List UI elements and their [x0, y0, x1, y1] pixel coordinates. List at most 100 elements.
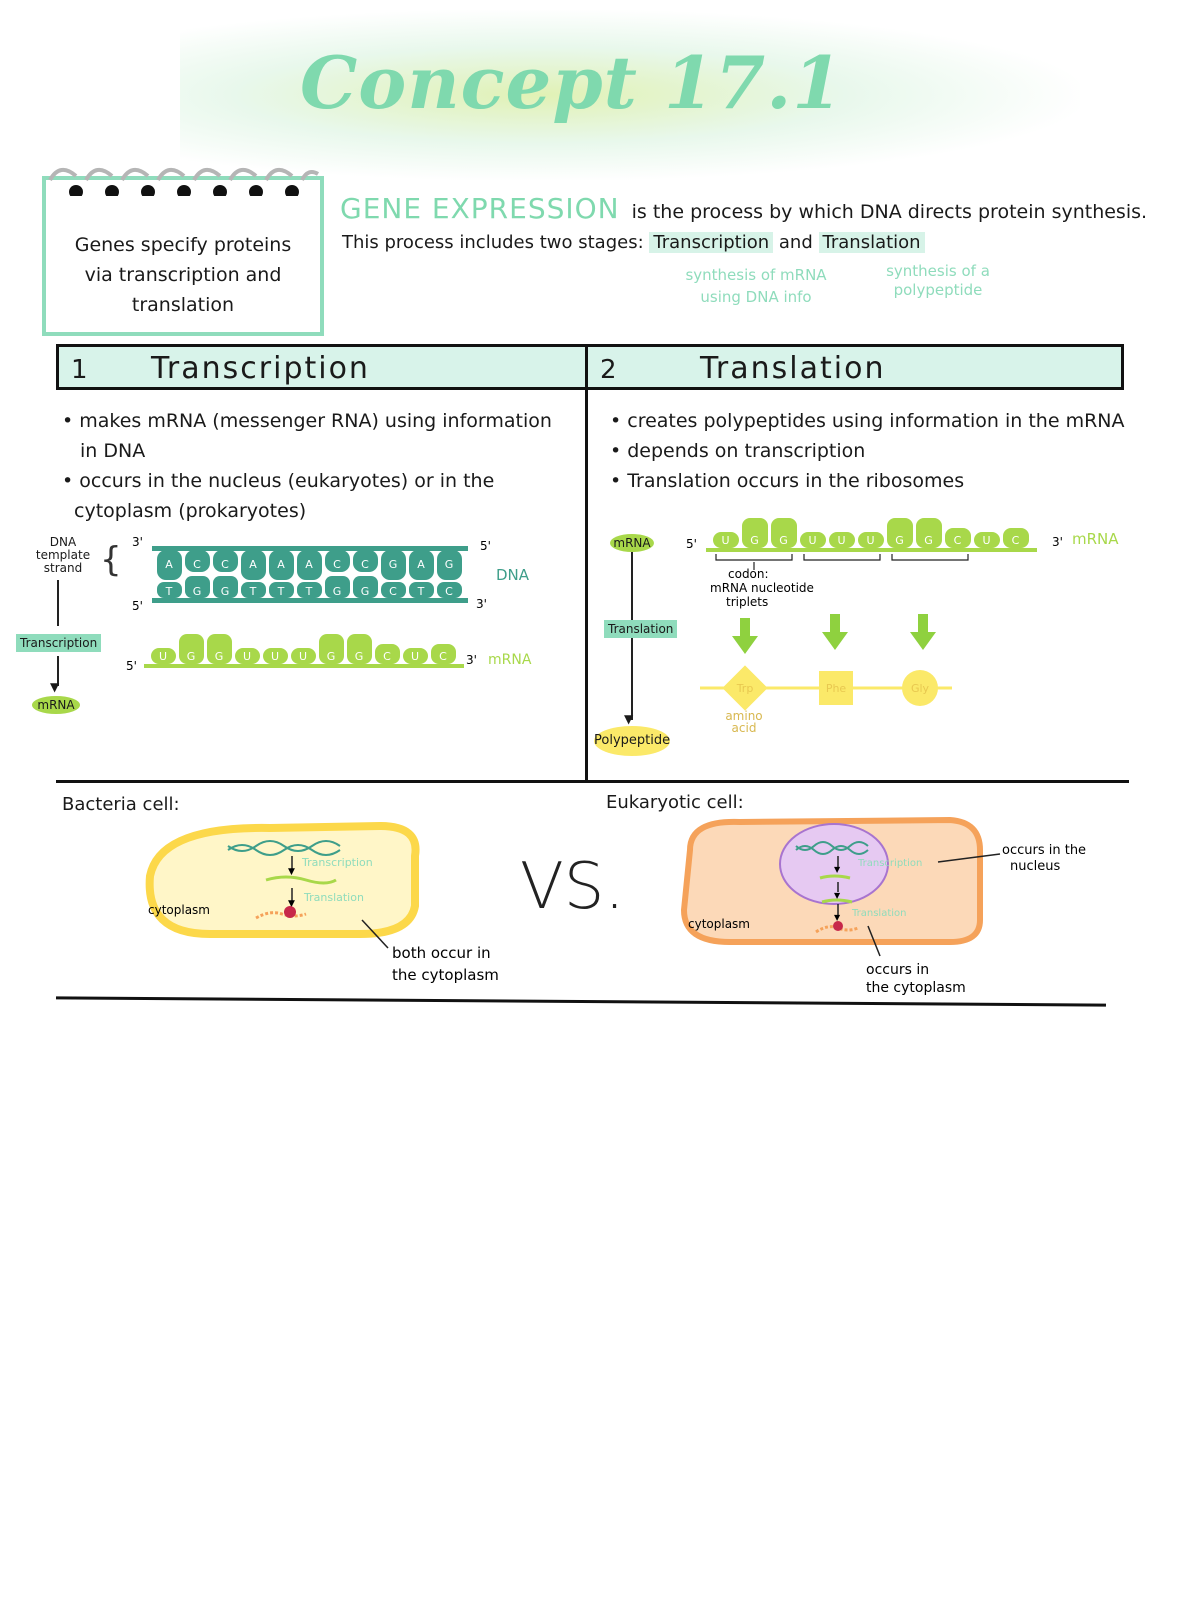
mrna-base-letter: U	[159, 650, 167, 663]
label-line: strand	[43, 561, 83, 575]
stage-translation: Translation	[818, 232, 925, 253]
mrna-base	[800, 532, 826, 548]
dna-base-letter: C	[193, 558, 201, 571]
notepad-card: Genes specify proteins via transcription…	[42, 168, 324, 336]
bacteria-cell-diagram: ▼ Transcription ▼ Translation cytoplasm …	[145, 821, 499, 984]
dna-base-letter: C	[221, 558, 229, 571]
codon-label: codon:	[728, 567, 769, 581]
mrna-base-letter: G	[327, 650, 336, 663]
mrna-base-letter: G	[924, 534, 933, 547]
bullet-item: • depends on transcription	[610, 440, 866, 462]
dna-base	[325, 550, 350, 572]
dna-base	[353, 550, 378, 572]
stage2-note-line: synthesis of a	[886, 262, 990, 280]
stage-transcription: Transcription	[649, 232, 774, 253]
translation-tag: Translation	[604, 620, 678, 638]
end-label: 3'	[476, 597, 487, 611]
bullet-item: • occurs in the nucleus (eukaryotes) or …	[62, 470, 495, 492]
mrna-base-letter: U	[982, 534, 990, 547]
dna-base-letter: G	[389, 558, 398, 571]
notepad-line: via transcription and	[84, 264, 282, 286]
bullet-item: cytoplasm (prokaryotes)	[74, 500, 307, 522]
mrna-base	[207, 634, 232, 664]
mrna-base	[431, 644, 456, 664]
note-line: occurs in	[866, 962, 929, 978]
mrna-label: mRNA	[1072, 530, 1119, 548]
mrna-base	[916, 518, 942, 548]
mrna-base	[771, 518, 797, 548]
mrna-base-letter: U	[866, 534, 874, 547]
section-heading: Transcription	[151, 351, 370, 386]
mrna-base	[829, 532, 855, 548]
gene-expression-term: GENE EXPRESSION	[340, 192, 620, 225]
transcription-header: 1 Transcription	[56, 344, 588, 390]
mrna-icon	[819, 874, 851, 880]
mrna-base-letter: U	[837, 534, 845, 547]
spiral-rings-icon	[48, 168, 320, 196]
step-label: Translation	[851, 908, 907, 919]
dna-base	[381, 550, 406, 580]
brace-icon: {	[100, 540, 122, 580]
dna-base-letter: T	[305, 585, 313, 598]
section-rule	[56, 780, 1129, 783]
note-line: nucleus	[1010, 859, 1060, 874]
step-label: Transcription	[301, 856, 373, 869]
note-line: the cytoplasm	[392, 966, 499, 984]
mrna-base	[858, 532, 884, 548]
dna-base	[185, 576, 210, 598]
dna-base	[353, 576, 378, 598]
dna-base-letter: A	[165, 558, 173, 571]
dna-base-letter: T	[417, 585, 425, 598]
mrna-base	[403, 648, 428, 664]
notepad-line: Genes specify proteins	[74, 234, 292, 256]
mrna-base-letter: C	[954, 534, 962, 547]
dna-base-letter: T	[277, 585, 285, 598]
section-heading: Translation	[700, 351, 886, 386]
mrna-base	[945, 528, 971, 548]
mrna-base-letter: G	[187, 650, 196, 663]
dna-base-letter: G	[445, 558, 454, 571]
mrna-base	[375, 644, 400, 664]
definition-text: is the process by which DNA directs prot…	[631, 201, 1148, 223]
mrna-base-letter: C	[1012, 534, 1020, 547]
note-line: the cytoplasm	[866, 980, 966, 996]
arrow-down-icon: ▼	[834, 913, 841, 922]
mrna-base	[291, 648, 316, 664]
eukaryotic-cell-diagram: ▼ Transcription ▼ ▼ Translation cytoplas…	[680, 816, 1086, 996]
amino-label: acid	[732, 721, 757, 735]
mrna-base-letter: U	[411, 650, 419, 663]
bacteria-heading: Bacteria cell:	[62, 794, 180, 815]
end-label: 3'	[466, 653, 477, 667]
section-number: 1	[71, 355, 88, 385]
mrna-base	[319, 634, 344, 664]
panel-divider	[585, 390, 588, 782]
arrow-down-icon: ▼	[624, 712, 634, 726]
section-number: 2	[600, 355, 617, 385]
bullet-item: in DNA	[80, 440, 146, 462]
dna-base-letter: G	[221, 585, 230, 598]
dna-icon	[795, 845, 869, 855]
bullet-item: • Translation occurs in the ribosomes	[610, 470, 965, 492]
amino-label: amino	[725, 709, 762, 723]
arrow-down-icon: ▼	[288, 867, 295, 877]
dna-base	[437, 550, 462, 580]
arrow-down-icon: ▼	[288, 899, 295, 909]
mrna-base	[263, 648, 288, 664]
end-label: 5'	[126, 659, 137, 673]
dna-base	[409, 582, 434, 598]
dna-base	[157, 550, 182, 580]
mrna-base-letter: G	[355, 650, 364, 663]
label-line: DNA	[49, 535, 77, 549]
mrna-base-letter: G	[895, 534, 904, 547]
end-label: 5'	[132, 599, 143, 613]
translation-bullets: • creates polypeptides using information…	[610, 406, 1125, 496]
amino-acid-label: Trp	[736, 682, 754, 695]
dna-base	[213, 550, 238, 572]
flow-line	[57, 656, 59, 686]
dna-base	[185, 550, 210, 572]
page-title: Concept 17.1	[300, 40, 844, 125]
ribosome-icon	[284, 906, 296, 918]
note-line: occurs in the	[1002, 843, 1086, 858]
stage2-note-line: polypeptide	[893, 281, 983, 299]
